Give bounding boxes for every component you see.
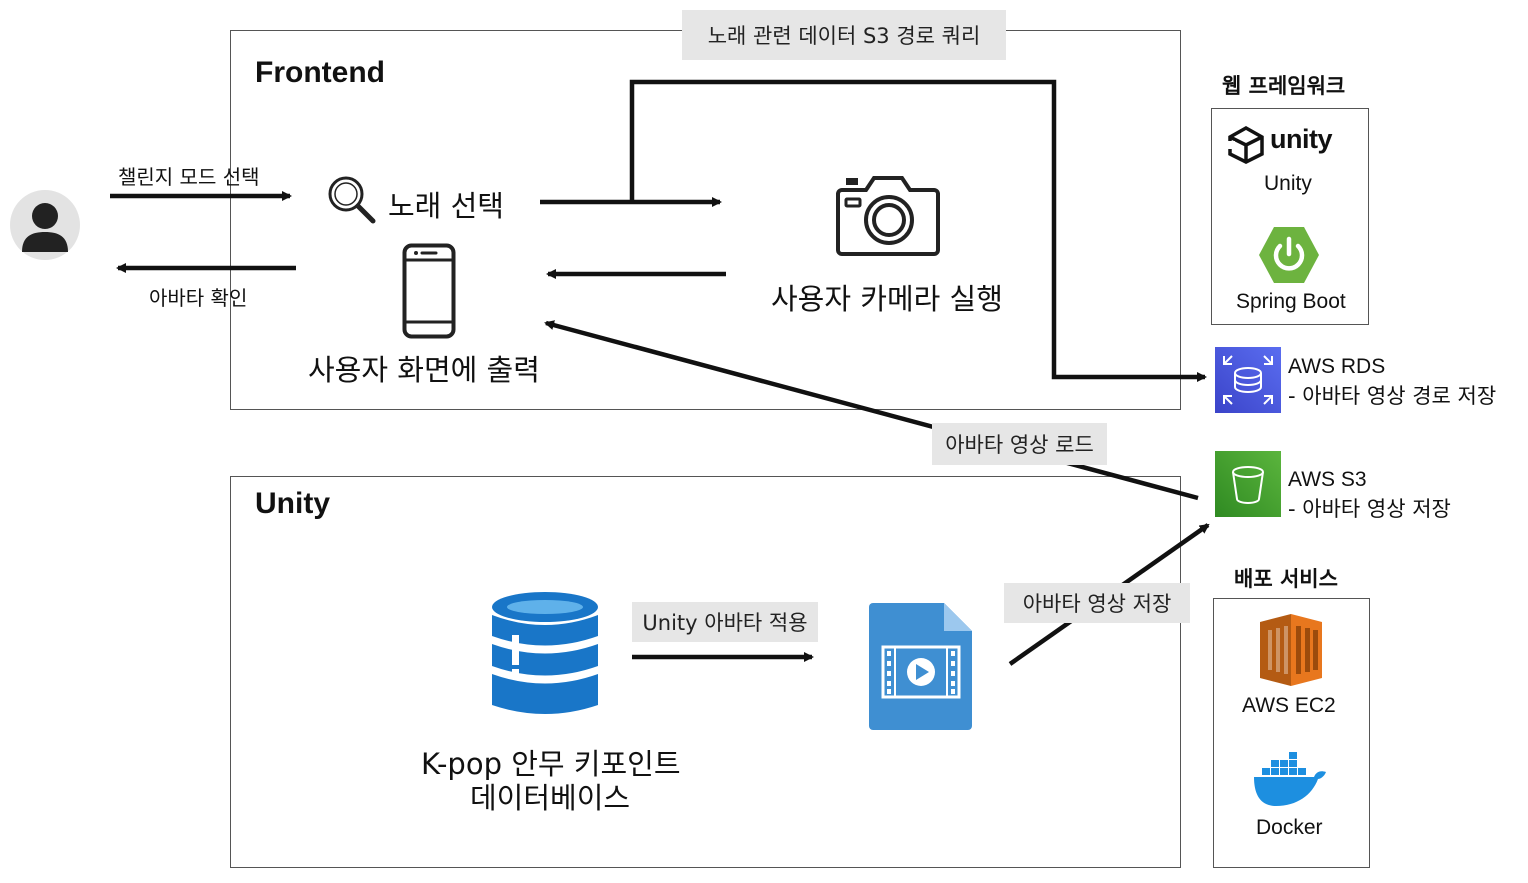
web-framework-heading: 웹 프레임워크 (1222, 74, 1346, 98)
docker-icon (1254, 752, 1326, 806)
challenge-mode-label: 챌린지 모드 선택 (118, 165, 260, 189)
web-framework-box (1211, 108, 1369, 325)
aws-ec2-icon (1260, 614, 1322, 686)
db-label-line2: 데이터베이스 (470, 781, 631, 815)
unity-label: Unity (1264, 172, 1312, 195)
docker-label: Docker (1256, 816, 1323, 839)
unity-container (230, 476, 1181, 868)
aws-rds-title: AWS RDS (1288, 355, 1386, 378)
avatar-save-tag: 아바타 영상 저장 (1004, 583, 1190, 623)
deploy-service-heading: 배포 서비스 (1234, 567, 1338, 591)
db-label-line1: K-pop 안무 키포인트 (421, 747, 681, 781)
aws-rds-icon (1215, 347, 1281, 413)
video-file-icon (869, 603, 972, 730)
unity-logo-text: unity (1270, 124, 1333, 154)
screen-output-label: 사용자 화면에 출력 (308, 353, 540, 387)
spring-boot-icon (1259, 227, 1319, 283)
arrow-s3-to-screen (544, 320, 1199, 501)
aws-s3-title: AWS S3 (1288, 468, 1367, 491)
unity-logo-icon (1226, 126, 1264, 164)
s3-query-tag: 노래 관련 데이터 S3 경로 쿼리 (682, 10, 1006, 60)
aws-ec2-label: AWS EC2 (1242, 694, 1336, 717)
aws-s3-icon (1215, 451, 1281, 517)
aws-s3-desc: - 아바타 영상 저장 (1288, 497, 1451, 521)
smartphone-icon (402, 243, 456, 339)
song-select-label: 노래 선택 (388, 189, 504, 223)
frontend-title: Frontend (255, 56, 385, 89)
unity-title: Unity (255, 487, 330, 520)
aws-rds-desc: - 아바타 영상 경로 저장 (1288, 384, 1497, 408)
database-icon (492, 592, 598, 714)
arrow-query-to-rds (629, 79, 1207, 382)
frontend-container (230, 30, 1181, 410)
avatar-confirm-label: 아바타 확인 (149, 286, 248, 310)
user-icon (10, 190, 80, 260)
spring-boot-label: Spring Boot (1236, 290, 1346, 313)
camera-icon (836, 176, 940, 256)
search-icon (328, 176, 376, 224)
camera-run-label: 사용자 카메라 실행 (771, 282, 1003, 316)
avatar-load-tag: 아바타 영상 로드 (932, 423, 1107, 465)
unity-apply-tag: Unity 아바타 적용 (632, 602, 818, 642)
